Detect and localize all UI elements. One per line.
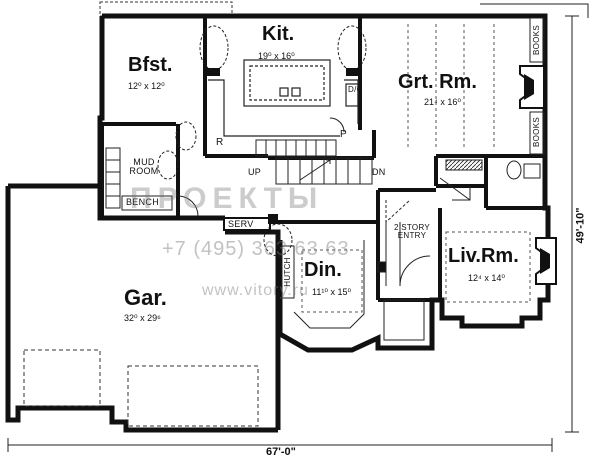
pantry-label: P	[340, 129, 347, 140]
column-kit-right	[346, 68, 360, 76]
serv-label: SERV	[228, 219, 254, 229]
dining-name: Din.	[304, 259, 342, 281]
garage-dim: 32⁰ x 29⁶	[124, 313, 161, 323]
overall-width: 67'-0"	[266, 446, 296, 458]
living-room-bay	[445, 231, 531, 303]
mud-room-fixtures	[105, 147, 199, 217]
great-room-name: Grt. Rm.	[398, 71, 477, 93]
watermark-phone: +7 (495) 363 63 63	[162, 238, 350, 260]
stairs-down-label: DN	[372, 167, 386, 177]
garage-walls	[5, 183, 281, 433]
column-kit-left	[206, 68, 220, 76]
books-bottom-label: BOOKS	[532, 117, 541, 147]
ceiling-beams	[407, 24, 495, 150]
kitchen-name: Kit.	[262, 23, 295, 45]
great-room-dim: 21⁴ x 16⁰	[424, 97, 461, 107]
overall-depth: 49'-10"	[574, 207, 587, 244]
kitchen-dim: 19⁰ x 16⁰	[258, 51, 295, 61]
refrigerator-label: R	[216, 137, 224, 148]
entry-label: 2 STORY ENTRY	[393, 223, 431, 240]
garage-door-left	[23, 349, 101, 407]
stairs-up-label: UP	[248, 167, 262, 177]
living-room-dim: 12⁴ x 14⁰	[468, 273, 505, 283]
serv-post	[268, 214, 278, 224]
dining-table-outline	[301, 249, 363, 313]
bench-label: BENCH	[126, 197, 160, 207]
bookcase-bottom	[529, 111, 545, 155]
dining-dim: 11¹⁰ x 15⁰	[312, 287, 352, 297]
kitchen-counters	[208, 59, 359, 137]
watermark-logo: ПРОЕКТЫ	[130, 182, 324, 215]
breakfast-dim: 12⁰ x 12⁰	[128, 81, 165, 91]
stairs	[255, 139, 373, 185]
entry-details	[377, 199, 431, 341]
garage-door-right	[127, 365, 259, 427]
pantry-door	[329, 117, 345, 133]
living-room-name: Liv.Rm.	[448, 245, 519, 267]
garage-name: Gar.	[124, 285, 167, 310]
books-top-label: BOOKS	[532, 25, 541, 55]
breakfast-name: Bfst.	[128, 54, 173, 76]
mud-room-name: MUD ROOM	[129, 157, 159, 176]
dining-bay	[293, 240, 365, 329]
bookcase-top	[529, 17, 545, 63]
powder-room	[439, 159, 541, 201]
hutch	[281, 245, 295, 299]
dc-label: D/C	[348, 85, 363, 94]
watermark-site: www.vitory.ru	[202, 282, 309, 299]
dimension-lines	[7, 15, 579, 452]
